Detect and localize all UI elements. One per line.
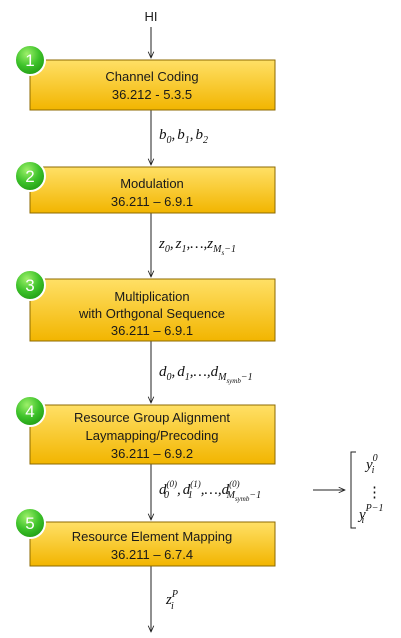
step-badge bbox=[14, 44, 46, 76]
step-title: Resource Group Alignment bbox=[74, 410, 230, 425]
vector-ellipsis: ⋮ bbox=[367, 485, 382, 501]
step-number: 5 bbox=[25, 514, 34, 533]
vector-bracket bbox=[350, 451, 356, 529]
signal-layer-symbols: d(0)0,d(1)1,…,d(0)Msymb−1 bbox=[159, 479, 261, 503]
step-spec: 36.211 – 6.9.2 bbox=[111, 446, 193, 461]
step-spec: 36.211 – 6.9.1 bbox=[111, 323, 193, 338]
step-spec: 36.211 – 6.9.1 bbox=[111, 194, 193, 209]
step-badge bbox=[14, 507, 46, 539]
svg-text:b0,b1,b2: b0,b1,b2 bbox=[159, 127, 208, 146]
step-badge bbox=[14, 269, 46, 301]
step-multiplication: Multiplication with Orthgonal Sequence 3… bbox=[14, 269, 276, 342]
step-badge bbox=[14, 160, 46, 192]
step-subtitle: with Orthgonal Sequence bbox=[78, 306, 225, 321]
step-number: 1 bbox=[25, 51, 34, 70]
step-channel-coding: Channel Coding 36.212 - 5.3.5 1 bbox=[14, 44, 276, 111]
signal-spread-symbols: d0,d1,…,dMsymb−1 bbox=[159, 364, 253, 385]
signal-coded-bits: b0,b1,b2 bbox=[159, 127, 208, 146]
svg-text:d(0)0,d(1)1,…,d(0)Msymb−1: d(0)0,d(1)1,…,d(0)Msymb−1 bbox=[159, 479, 261, 503]
step-number: 4 bbox=[25, 402, 34, 421]
step-title: Channel Coding bbox=[105, 69, 198, 84]
input-label: HI bbox=[145, 9, 158, 24]
step-title: Multiplication bbox=[114, 289, 189, 304]
step-resource-group-alignment: Resource Group Alignment Laymapping/Prec… bbox=[14, 395, 276, 465]
signal-modulation-symbols: z0,z1,…,zMs−1 bbox=[158, 236, 236, 257]
step-number: 2 bbox=[25, 167, 34, 186]
step-subtitle: Laymapping/Precoding bbox=[86, 428, 219, 443]
svg-text:d0,d1,…,dMsymb−1: d0,d1,…,dMsymb−1 bbox=[159, 364, 253, 385]
step-title: Resource Element Mapping bbox=[72, 529, 232, 544]
step-number: 3 bbox=[25, 276, 34, 295]
step-spec: 36.212 - 5.3.5 bbox=[112, 87, 192, 102]
step-spec: 36.211 – 6.7.4 bbox=[111, 547, 193, 562]
step-modulation: Modulation 36.211 – 6.9.1 2 bbox=[14, 160, 276, 214]
step-badge bbox=[14, 395, 46, 427]
step-resource-element-mapping: Resource Element Mapping 36.211 – 6.7.4 … bbox=[14, 507, 276, 567]
step-title: Modulation bbox=[120, 176, 184, 191]
svg-text:z0,z1,…,zMs−1: z0,z1,…,zMs−1 bbox=[158, 236, 236, 257]
svg-text:zPi: zPi bbox=[165, 589, 178, 612]
